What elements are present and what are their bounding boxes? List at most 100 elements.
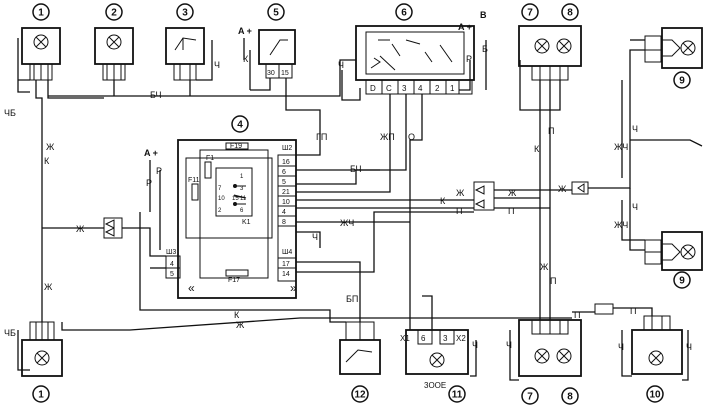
callout-circle [521,387,539,405]
wire-label: П [574,310,580,320]
callout-number: 8 [567,8,573,19]
callout-number: 5 [273,8,279,19]
callout-c1-top: 1 [32,3,50,21]
pin-label: 4 [282,209,286,216]
callout-circle [267,3,285,21]
pin-label: 16 [282,159,290,166]
lamps-7-8-bottom [518,319,582,377]
callout-c11: 11 [448,385,466,403]
callout-circle [176,3,194,21]
wire-label: Ч [472,340,478,350]
pin-label: 8 [282,219,286,226]
relay-pin: 1 [240,174,244,180]
callout-number: 11 [452,390,463,401]
callout-number: 9 [679,276,685,287]
fuse-relay-block-4 [165,139,297,299]
pin-label: 1 [450,84,455,93]
callout-number: 3 [182,8,188,19]
labels: ЧБ Ч БЧ К Ч Р Б Ж К Ж Ж ЧБ ГП ЖП О БЧ Ж … [4,10,692,390]
wire-label: П [550,276,556,286]
callout-number: 4 [237,120,243,131]
callout-circle [561,387,579,405]
fuse-label: F11 [188,177,200,184]
callout-number: 1 [38,8,44,19]
fuse-label: F19 [230,143,242,150]
code-label: 3OOE [424,381,446,390]
pin-label: 4 [418,84,423,93]
lamp-1-bottom [21,321,63,377]
wire-label: Ж [46,142,55,152]
lamp-11 [405,329,469,375]
wire-label: Р [146,178,152,188]
relay-pin: 11 [240,196,247,202]
wire-label: П [548,126,554,136]
wire-label: К [534,144,540,154]
pin-label: 30 [267,70,275,77]
switch-12 [339,321,381,375]
wire-label: БЧ [350,164,362,174]
callout-c3: 3 [176,3,194,21]
connector-label: Ш4 [282,249,292,256]
wire-label: К [243,54,249,64]
connector-label: Ш2 [282,145,292,152]
switch-5 [258,29,296,79]
callout-c9-bot: 9 [673,271,691,289]
wire-label: Б [482,44,488,54]
wire-label: ЖЧ [614,142,628,152]
relay-pin: 15 [232,196,239,202]
wire-label: Ж [558,184,567,194]
callout-circle [32,385,50,403]
callout-number: 12 [354,390,366,401]
power-symbol: B [480,10,487,20]
callout-c8-bot: 8 [561,387,579,405]
relay-pin: 7 [218,186,222,192]
wire-label: Ч [338,60,344,70]
callout-number: 9 [679,76,685,87]
wire-label: ГП [316,132,327,142]
callout-circle [646,385,664,403]
callout-circle [32,3,50,21]
lamp-9-bottom [644,231,703,271]
pin-label: 14 [282,271,290,278]
power-symbol: A + [144,148,158,158]
pin-label: 10 [282,199,290,206]
switch-3 [165,27,205,81]
wire-label: ЖЧ [614,220,628,230]
pin-label: 4 [170,261,174,268]
callout-number: 7 [527,8,533,19]
callout-circle [673,271,691,289]
callout-c5: 5 [267,3,285,21]
pin-label: 5 [282,179,286,186]
pin-label: C [386,84,392,93]
connector-label: X2 [456,334,466,343]
wire-label: ЖП [380,132,395,142]
callout-circle [448,385,466,403]
callout-c1-bot: 1 [32,385,50,403]
wire-label: К [44,156,50,166]
wire-label: Ж [236,320,245,330]
arrow-symbol: « [188,281,195,295]
pin-label: D [370,84,376,93]
callout-c12: 12 [351,385,369,403]
switch-block-6 [355,25,475,95]
fuse-label: F1 [206,155,214,162]
callout-c4: 4 [231,115,249,133]
wire-label: Ч [312,232,318,242]
relay-pin: 3 [240,186,244,192]
callout-number: 8 [567,392,573,403]
wire-label: Ч [686,342,692,352]
lamp-1-top [21,27,61,81]
wire-label: П [630,306,636,316]
callout-circle [105,3,123,21]
callout-circle [231,115,249,133]
callout-number: 7 [527,392,533,403]
lamp-2 [94,27,134,81]
relay-label: K1 [242,219,251,226]
callout-c9-top: 9 [673,71,691,89]
pin-label: 6 [282,169,286,176]
callout-c8-top: 8 [561,3,579,21]
wire-label: П [456,206,462,216]
fuse-label: F17 [228,277,240,284]
